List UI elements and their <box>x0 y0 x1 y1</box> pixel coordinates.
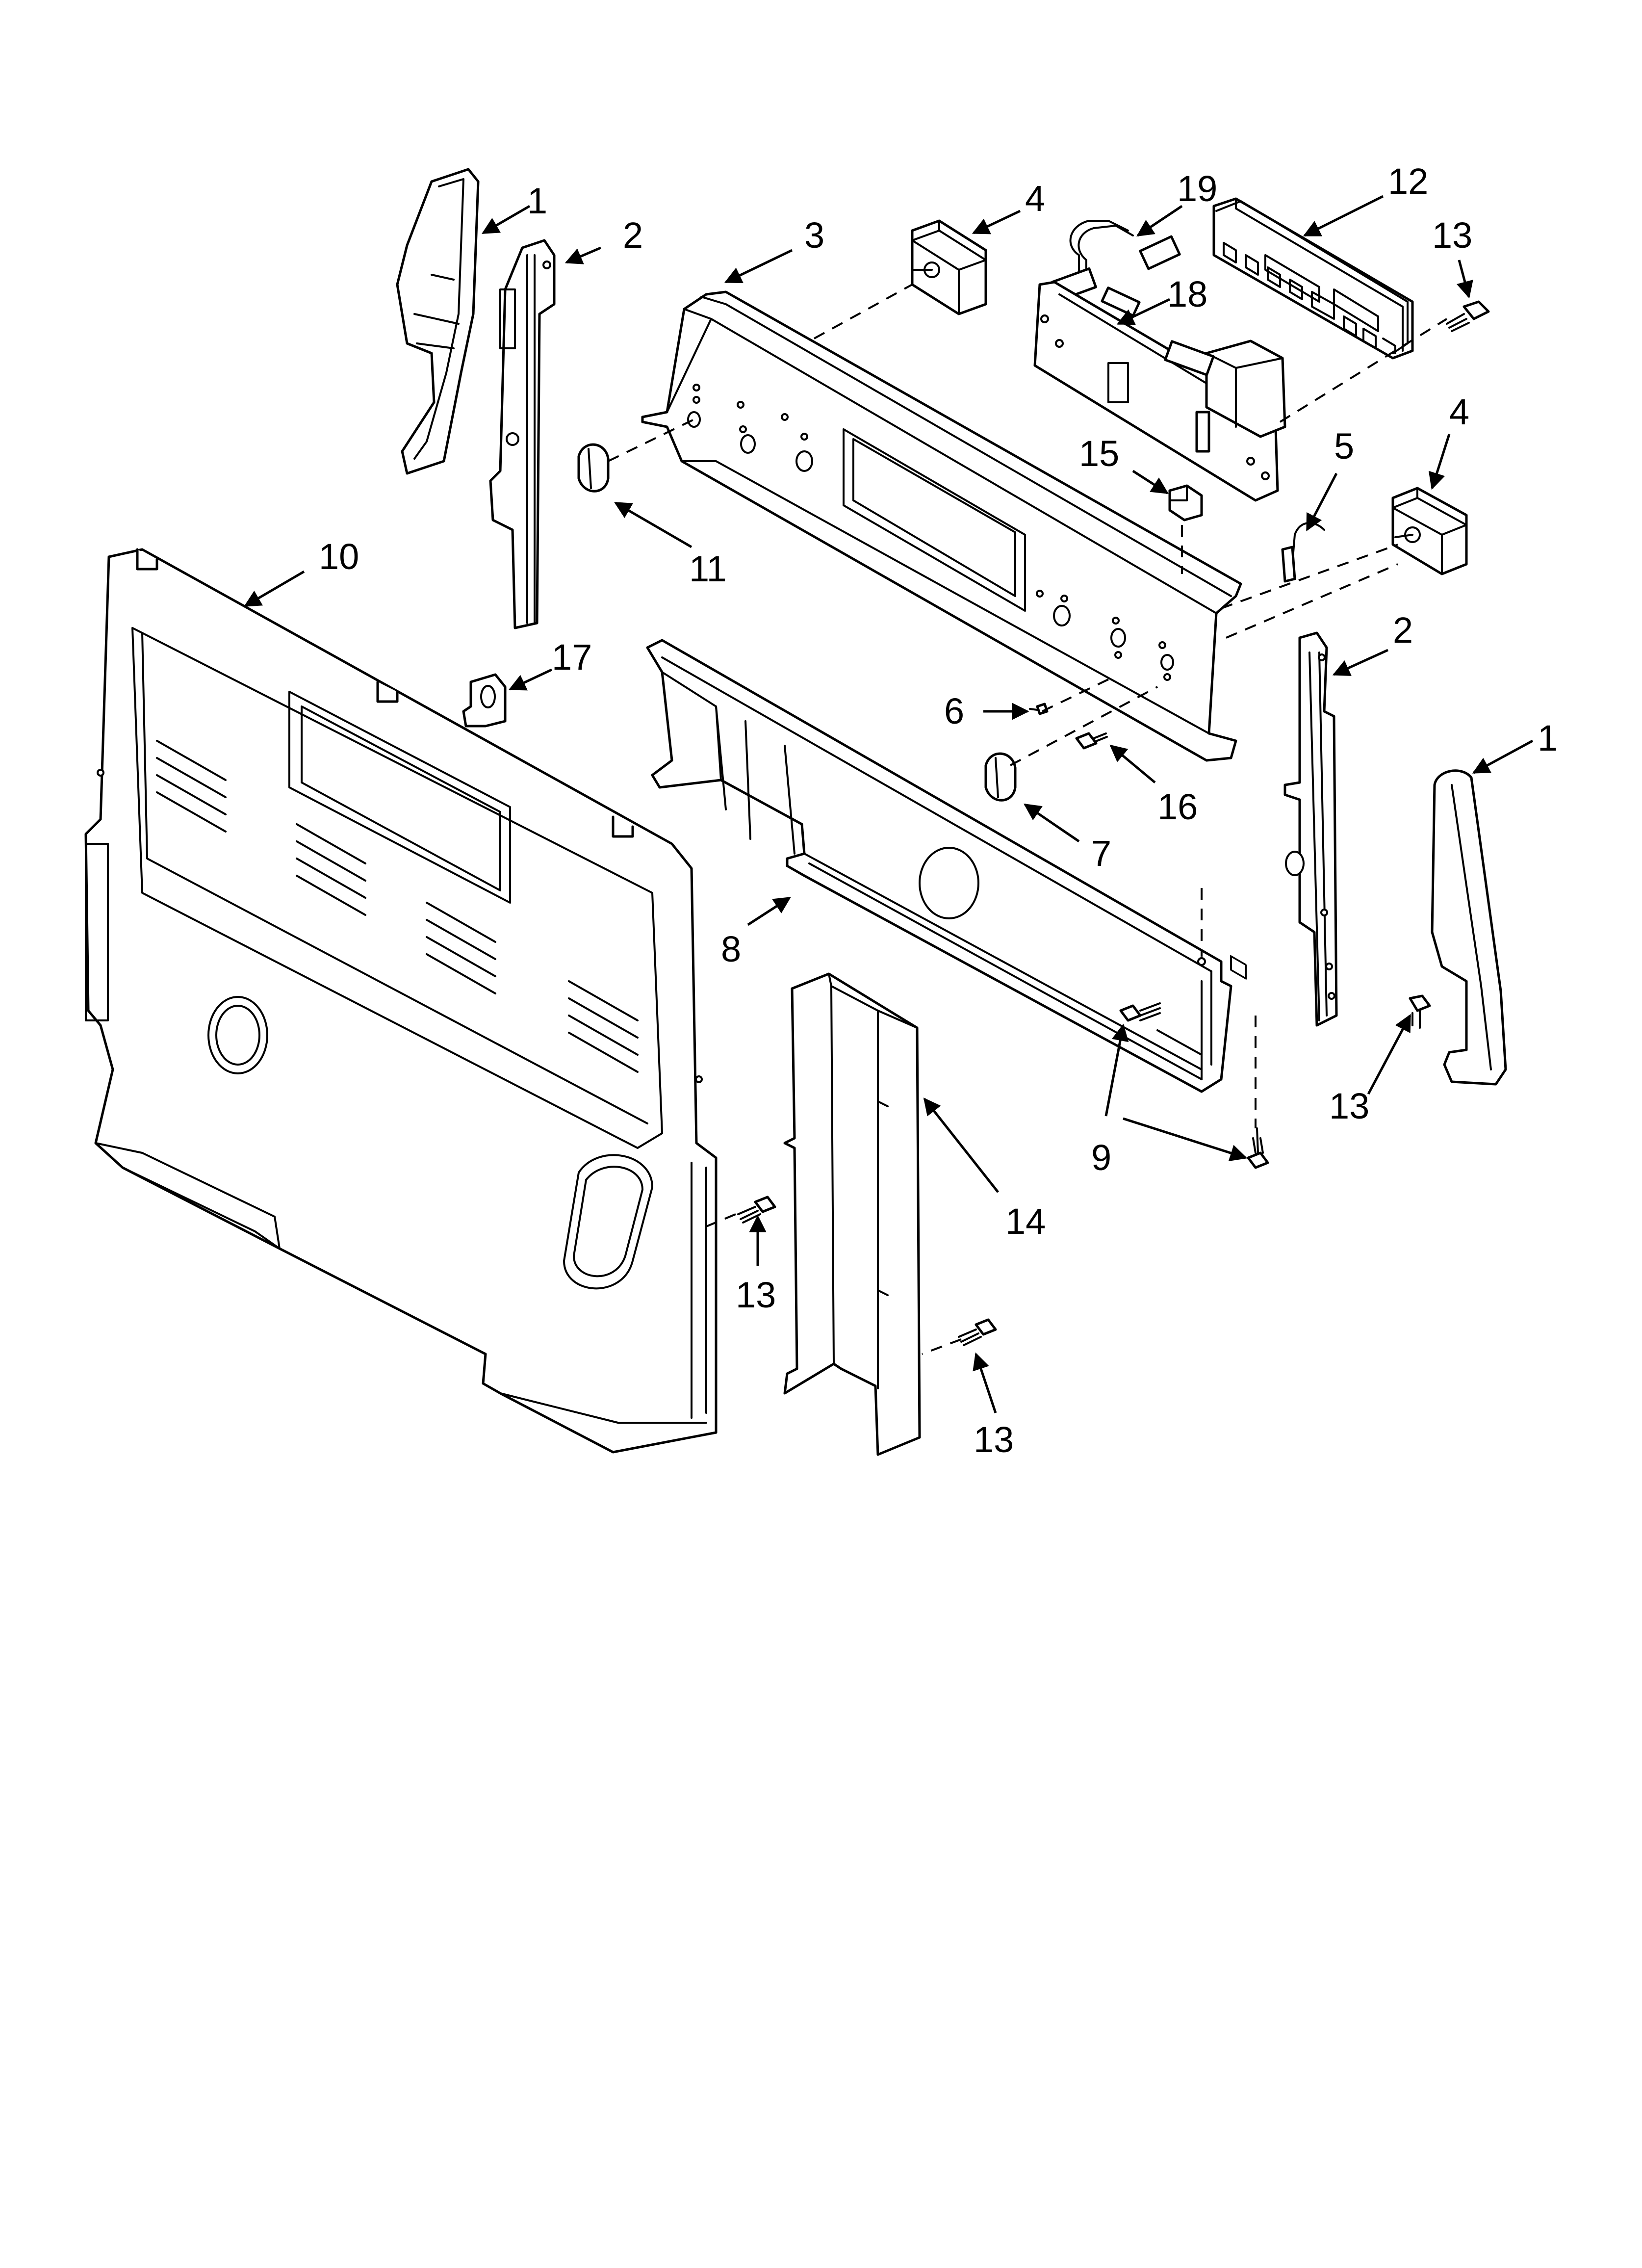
callout-3: 3 <box>804 215 824 256</box>
callout-5: 5 <box>1334 426 1354 467</box>
clip <box>462 673 507 728</box>
heat-shield <box>783 972 921 1456</box>
callout-10: 10 <box>319 536 359 577</box>
callout-8: 8 <box>721 929 741 969</box>
callout-4: 4 <box>1025 178 1045 219</box>
side-bracket-left <box>489 239 556 629</box>
screw-9b <box>1247 1127 1269 1169</box>
end-cap-left <box>396 168 480 475</box>
callout-1: 1 <box>1538 718 1558 758</box>
callout-4: 4 <box>1449 391 1469 432</box>
callout-2: 2 <box>623 215 643 256</box>
callout-15: 15 <box>1079 433 1119 474</box>
thermal-switch <box>1168 484 1203 521</box>
control-panel <box>641 290 1242 762</box>
screw-9a <box>1119 1002 1161 1022</box>
callout-19: 19 <box>1177 168 1217 209</box>
screw-right <box>1409 994 1431 1029</box>
assembly-lines <box>608 284 1448 1355</box>
callout-17: 17 <box>552 637 592 678</box>
callout-13: 13 <box>1329 1086 1369 1126</box>
screw-hex <box>1075 732 1108 750</box>
callout-2: 2 <box>1393 610 1413 651</box>
screw-small <box>1029 703 1049 715</box>
callout-1: 1 <box>527 181 547 221</box>
side-bracket-right <box>1283 631 1338 1027</box>
infinite-switch-right <box>1391 487 1468 575</box>
screw-lower-center <box>958 1318 997 1346</box>
touch-control-overlay <box>1212 197 1414 980</box>
callout-7: 7 <box>1091 833 1111 874</box>
callout-11: 11 <box>689 548 727 589</box>
screw-top-right <box>1446 300 1490 332</box>
leader-arrows <box>243 195 1534 1413</box>
wire-harness <box>1051 220 1181 302</box>
callout-16: 16 <box>1157 786 1198 827</box>
callout-13: 13 <box>736 1275 776 1315</box>
manifold-panel <box>646 639 1232 1093</box>
knob-left <box>577 443 610 493</box>
callout-13: 13 <box>974 1419 1014 1460</box>
end-cap-right <box>1431 769 1507 1086</box>
control-board <box>1033 281 1286 502</box>
rear-panel <box>84 548 718 1454</box>
callout-9: 9 <box>1091 1137 1111 1178</box>
callout-14: 14 <box>1005 1201 1046 1242</box>
knob-right <box>984 752 1017 802</box>
callout-labels: 1 2 3 4 19 12 13 18 15 5 4 11 10 17 2 1 … <box>319 161 1558 1460</box>
infinite-switch-top <box>911 219 987 315</box>
callout-6: 6 <box>944 691 964 731</box>
callout-12: 12 <box>1388 161 1428 202</box>
callout-13: 13 <box>1432 215 1472 256</box>
callout-18: 18 <box>1167 274 1207 314</box>
